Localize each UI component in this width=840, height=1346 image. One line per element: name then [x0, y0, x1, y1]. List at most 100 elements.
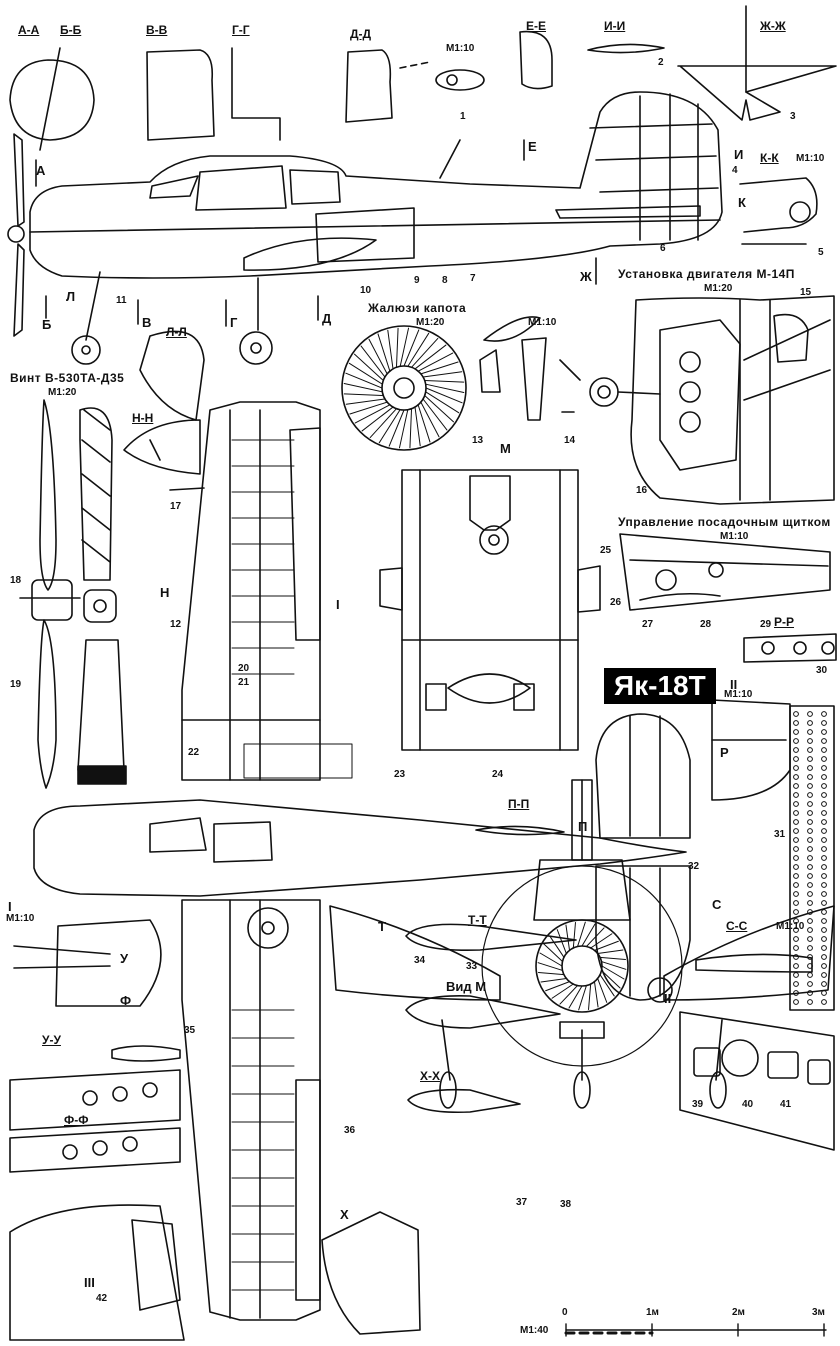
lower-left-details [9, 919, 421, 1341]
flap-title: Управление посадочным щитком [618, 515, 831, 529]
callout-42: 42 [96, 1293, 108, 1304]
side-view [7, 91, 723, 365]
section-label-ii: И-И [604, 19, 626, 33]
engine-title: Установка двигателя М-14П [618, 267, 795, 281]
marker-s: С [712, 897, 722, 912]
callout-23: 23 [394, 769, 406, 780]
callout-25: 25 [600, 545, 612, 556]
scale-tick-2: 2м [732, 1307, 745, 1318]
callout-12: 12 [170, 619, 182, 630]
marker-zh: Ж [580, 269, 592, 284]
marker-e: Е [528, 139, 537, 154]
marker-g: Г [230, 315, 238, 330]
view-m-panel [379, 469, 601, 751]
section-label-dd: Д-Д [350, 27, 372, 41]
callout-31: 31 [774, 829, 786, 840]
marker-a: А [36, 163, 46, 178]
marker-f: Ф [120, 993, 132, 1008]
propeller-drawing [19, 399, 127, 789]
prop-title: Винт В-530ТА-Д35 [10, 371, 125, 385]
small-parts [123, 330, 205, 491]
section-profiles [9, 5, 837, 151]
section-label-aa: А-А [18, 23, 40, 37]
marker-roman1: I [8, 899, 12, 914]
callout-17: 17 [170, 501, 182, 512]
marker-p: П [578, 819, 588, 834]
detail-ii [711, 699, 835, 1011]
marker-r: Р [720, 745, 729, 760]
callout-30: 30 [816, 665, 828, 676]
model-badge: Як-18Т [604, 668, 716, 704]
callout-8: 8 [442, 275, 448, 286]
callout-39: 39 [692, 1099, 704, 1110]
engine-installation [589, 295, 835, 505]
marker-d: Д [322, 311, 332, 326]
callout-10: 10 [360, 285, 372, 296]
scale-tick-0: 0 [562, 1307, 568, 1318]
callout-11: 11 [116, 295, 127, 306]
front-view [329, 779, 835, 1109]
section-label-gg: Г-Г [232, 23, 250, 37]
callout-4: 4 [732, 165, 738, 176]
callout-5: 5 [818, 247, 824, 258]
section-label-ll: Л-Л [166, 325, 187, 339]
callout-18: 18 [10, 575, 22, 586]
cowl-title: Жалюзи капота [368, 301, 467, 315]
section-label-vv: В-В [146, 23, 168, 37]
section-label-xx: Х-Х [420, 1069, 441, 1083]
cowl-detail-scale: М1:10 [528, 317, 557, 328]
callout-40: 40 [742, 1099, 754, 1110]
flap-scale: М1:10 [720, 531, 749, 542]
section-label-rr: Р-Р [774, 615, 795, 629]
callout-33: 33 [466, 961, 478, 972]
callout-35: 35 [184, 1025, 196, 1036]
scale-tick-3: 3м [812, 1307, 825, 1318]
marker-l: Л [66, 289, 76, 304]
airfoil-sections [111, 825, 813, 1114]
cowl-scale: М1:20 [416, 317, 445, 328]
marker-roman3: III [84, 1275, 95, 1290]
section-label-ff: Ф-Ф [64, 1113, 89, 1127]
section-label-zhzh: Ж-Ж [760, 19, 786, 33]
section-label-tt: Т-Т [468, 913, 487, 927]
panel-39-41 [679, 1011, 835, 1151]
callout-26: 26 [610, 597, 622, 608]
callout-27: 27 [642, 619, 654, 630]
callout-20: 20 [238, 663, 250, 674]
scale-bar-ratio: М1:40 [520, 1325, 549, 1336]
scale-cap: М1:10 [446, 43, 475, 54]
callout-36: 36 [344, 1125, 356, 1136]
section-label-bb: Б-Б [60, 23, 82, 37]
callout-22: 22 [188, 747, 200, 758]
marker-i: И [734, 147, 744, 162]
callout-32: 32 [688, 861, 700, 872]
section-label-cc: С-С [726, 919, 748, 933]
detail-ii-scale: М1:10 [724, 689, 753, 700]
callout-24: 24 [492, 769, 504, 780]
marker-n: Н [160, 585, 170, 600]
prop-scale: М1:20 [48, 387, 77, 398]
callout-34: 34 [414, 955, 426, 966]
callout-9: 9 [414, 275, 420, 286]
callout-3: 3 [790, 111, 796, 122]
callout-28: 28 [700, 619, 712, 630]
marker-k: К [738, 195, 746, 210]
callout-21: 21 [238, 677, 250, 688]
section-label-pp: П-П [508, 797, 530, 811]
callout-7: 7 [470, 273, 476, 284]
callout-13: 13 [472, 435, 484, 446]
marker-roman2: II [664, 991, 672, 1006]
callout-19: 19 [10, 679, 22, 690]
flap-control [619, 533, 837, 663]
marker-u: У [120, 951, 129, 966]
section-label-ee: Е-Е [526, 19, 547, 33]
callout-38: 38 [560, 1199, 572, 1210]
marker-m: М [500, 441, 511, 456]
callout-1: 1 [460, 111, 466, 122]
marker-roman1-scale: М1:10 [6, 913, 35, 924]
marker-roman2-detail: II [730, 677, 738, 692]
callout-14: 14 [564, 435, 576, 446]
scale-bar [564, 1323, 827, 1337]
callout-2: 2 [658, 57, 664, 68]
